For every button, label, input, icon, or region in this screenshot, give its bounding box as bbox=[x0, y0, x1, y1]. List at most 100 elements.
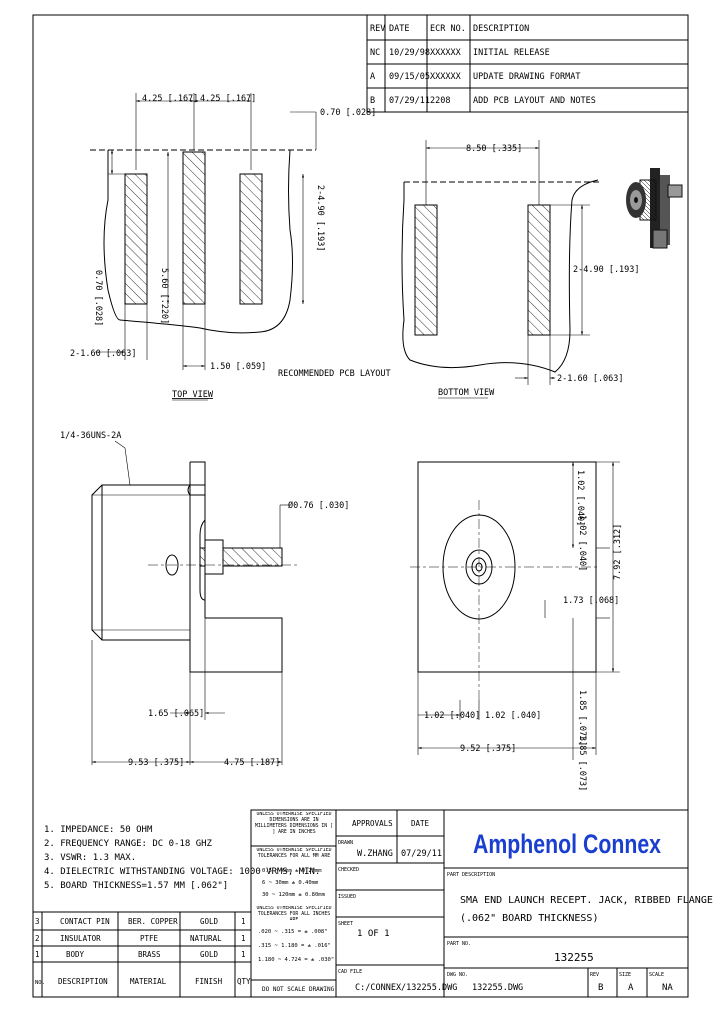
rev-cell: 09/15/05 bbox=[389, 72, 430, 82]
pcb-layout-note: RECOMMENDED PCB LAYOUT bbox=[278, 369, 391, 379]
dim-top-view-left-h: 0.70 [.028] bbox=[93, 270, 103, 326]
tol-mm-row: 30 ~ 120mm ± 0.80mm bbox=[262, 892, 326, 898]
brand-logo: Amphenol Connex bbox=[473, 829, 661, 859]
sheet-value: 1 OF 1 bbox=[357, 929, 390, 939]
dim-pin-diameter: Ø0.76 [.030] bbox=[288, 500, 349, 511]
bom-cell: BRASS bbox=[138, 950, 161, 959]
rev-cell: A bbox=[370, 72, 375, 82]
front-view: 1.02 [.040] 1.02 [.040] 7.92 [.312] 1.73… bbox=[410, 461, 623, 791]
size-label: SIZE bbox=[619, 972, 631, 978]
bom-cell: INSULATOR bbox=[60, 934, 101, 943]
bottom-view: 8.50 [.335] 2-4.90 [.193] 2-1.60 [.063] … bbox=[401, 140, 640, 399]
tol-mm-row: 6 ~ 30mm ± 0.40mm bbox=[262, 880, 319, 886]
bom-table: 3 CONTACT PIN BER. COPPER GOLD 1 2 INSUL… bbox=[32, 911, 252, 998]
approvals-date-header: DATE bbox=[411, 819, 430, 828]
tol-in-row: .020 ~ .315 = ± .008" bbox=[258, 929, 328, 935]
dim-front-top: 1.02 [.040] bbox=[575, 470, 585, 526]
connector-3d-image bbox=[626, 168, 683, 249]
rev-cell: 2208 bbox=[430, 96, 450, 106]
pcb-pad-center bbox=[182, 151, 206, 305]
pcb-pad-right bbox=[239, 173, 263, 305]
tol-note-1: UNLESS OTHERWISE SPECIFIED DIMENSIONS AR… bbox=[255, 812, 333, 835]
note-item: 2. FREQUENCY RANGE: DC 0-18 GHZ bbox=[44, 839, 213, 849]
dim-top-view-w1: 4.25 [.167] bbox=[142, 94, 198, 104]
dim-top-view-pad-w: 2-1.60 [.063] bbox=[70, 349, 137, 359]
bom-cell: CONTACT PIN bbox=[60, 917, 110, 926]
bom-cell: 1 bbox=[241, 950, 246, 959]
dim-front-top-alt: 1.02 [.040] bbox=[577, 515, 587, 571]
bottom-view-label: BOTTOM VIEW bbox=[438, 388, 495, 398]
drawn-name: W.ZHANG bbox=[357, 849, 393, 859]
bom-cell: 1 bbox=[35, 950, 40, 959]
size-value: A bbox=[628, 983, 634, 993]
tol-note-3: UNLESS OTHERWISE SPECIFIED TOLERANCES FO… bbox=[256, 906, 332, 920]
rev-value: B bbox=[598, 983, 603, 993]
part-desc-line1: SMA END LAUNCH RECEPT. JACK, RIBBED FLAN… bbox=[460, 895, 713, 906]
dim-top-view-center-w: 1.50 [.059] bbox=[210, 362, 266, 372]
bom-header-desc: DESCRIPTION bbox=[58, 977, 108, 986]
dim-front-bottom: 1.85 [.073] bbox=[577, 690, 587, 746]
bottom-pad-left bbox=[414, 204, 438, 336]
note-item: 1. IMPEDANCE: 50 OHM bbox=[44, 825, 153, 835]
drawn-label: DRAWN bbox=[338, 840, 353, 846]
dim-body-length: 9.53 [.375] bbox=[128, 758, 184, 768]
bom-cell: NATURAL bbox=[190, 934, 222, 943]
bom-cell: PTFE bbox=[140, 934, 159, 943]
dim-bottom-view-pad-w: 2-1.60 [.063] bbox=[557, 374, 624, 384]
part-no-label: PART NO. bbox=[447, 941, 471, 947]
rev-cell: 07/29/11 bbox=[389, 96, 430, 106]
rev-cell: ADD PCB LAYOUT AND NOTES bbox=[473, 96, 596, 106]
do-not-scale: DO NOT SCALE DRAWING bbox=[262, 986, 335, 993]
notes: 1. IMPEDANCE: 50 OHM 2. FREQUENCY RANGE:… bbox=[44, 825, 320, 891]
dwg-no: 132255.DWG bbox=[472, 983, 523, 993]
dim-top-view-w2: 4.25 [.167] bbox=[200, 94, 256, 104]
bom-cell: BER. COPPER bbox=[128, 917, 178, 926]
part-no: 132255 bbox=[554, 951, 594, 964]
note-item: 3. VSWR: 1.3 MAX. bbox=[44, 853, 136, 863]
dim-front-left: 1.02 [.040] bbox=[424, 711, 480, 721]
rev-cell: 10/29/98 bbox=[389, 48, 430, 58]
dim-bottom-view-w: 8.50 [.335] bbox=[466, 144, 522, 154]
bom-header-material: MATERIAL bbox=[130, 977, 167, 986]
rev-cell: XXXXXX bbox=[430, 48, 462, 58]
rev-header-rev: REV bbox=[370, 24, 385, 34]
dwg-no-label: DWG NO. bbox=[447, 972, 468, 978]
tolerance-block: UNLESS OTHERWISE SPECIFIED DIMENSIONS AR… bbox=[250, 809, 337, 998]
drawn-date: 07/29/11 bbox=[401, 849, 442, 859]
tol-mm-row: 0.5 ~ 6mm ± 0.20mm bbox=[262, 868, 322, 874]
tol-note-2: UNLESS OTHERWISE SPECIFIED TOLERANCES FO… bbox=[256, 848, 332, 859]
dim-front-center: 1.73 [.068] bbox=[563, 596, 619, 606]
bom-cell: 2 bbox=[35, 934, 40, 943]
dim-flange-thickness: 1.65 [.065] bbox=[148, 709, 204, 719]
bom-cell: GOLD bbox=[200, 950, 219, 959]
cad-file-label: CAD FILE bbox=[338, 969, 362, 975]
dim-front-left2: 1.02 [.040] bbox=[485, 711, 541, 721]
note-item: 4. DIELECTRIC WITHSTANDING VOLTAGE: 1000… bbox=[44, 867, 320, 877]
sheet-label: SHEET bbox=[338, 921, 353, 927]
rev-cell: INITIAL RELEASE bbox=[473, 48, 550, 58]
title-block: Amphenol Connex PART DESCRIPTION SMA END… bbox=[443, 809, 713, 998]
rev-cell: XXXXXX bbox=[430, 72, 462, 82]
approvals-block: APPROVALS DATE DRAWN W.ZHANG 07/29/11 CH… bbox=[335, 809, 457, 998]
bom-header-qty: QTY bbox=[237, 977, 251, 986]
scale-value: NA bbox=[662, 983, 673, 993]
part-desc-line2: (.062" BOARD THICKNESS) bbox=[460, 913, 598, 924]
top-view-label: TOP VIEW bbox=[172, 390, 214, 400]
rev-header-date: DATE bbox=[389, 24, 409, 34]
dim-front-total: 7.92 [.312] bbox=[613, 524, 623, 580]
dim-flange-width: 4.75 [.187] bbox=[224, 758, 280, 768]
top-view: 4.25 [.167] 4.25 [.167] 0.70 [.028] 0.70… bbox=[70, 93, 391, 401]
thread-spec: 1/4-36UNS-2A bbox=[60, 431, 121, 441]
rev-cell: UPDATE DRAWING FORMAT bbox=[473, 72, 580, 82]
dim-top-view-gap: 0.70 [.028] bbox=[320, 108, 376, 118]
bom-header-no: NO. bbox=[35, 980, 45, 986]
side-view: 1/4-36UNS-2A Ø0.76 [.030] 1.65 [.065] 9.… bbox=[60, 431, 349, 768]
rev-cell: NC bbox=[370, 48, 380, 58]
rev-header-desc: DESCRIPTION bbox=[473, 24, 529, 34]
rev-label: REV bbox=[590, 972, 599, 978]
tol-in-row: .315 ~ 1.180 = ± .016" bbox=[258, 943, 331, 949]
bom-cell: 1 bbox=[241, 934, 246, 943]
dim-bottom-view-h: 2-4.90 [.193] bbox=[573, 265, 640, 275]
bom-cell: GOLD bbox=[200, 917, 219, 926]
